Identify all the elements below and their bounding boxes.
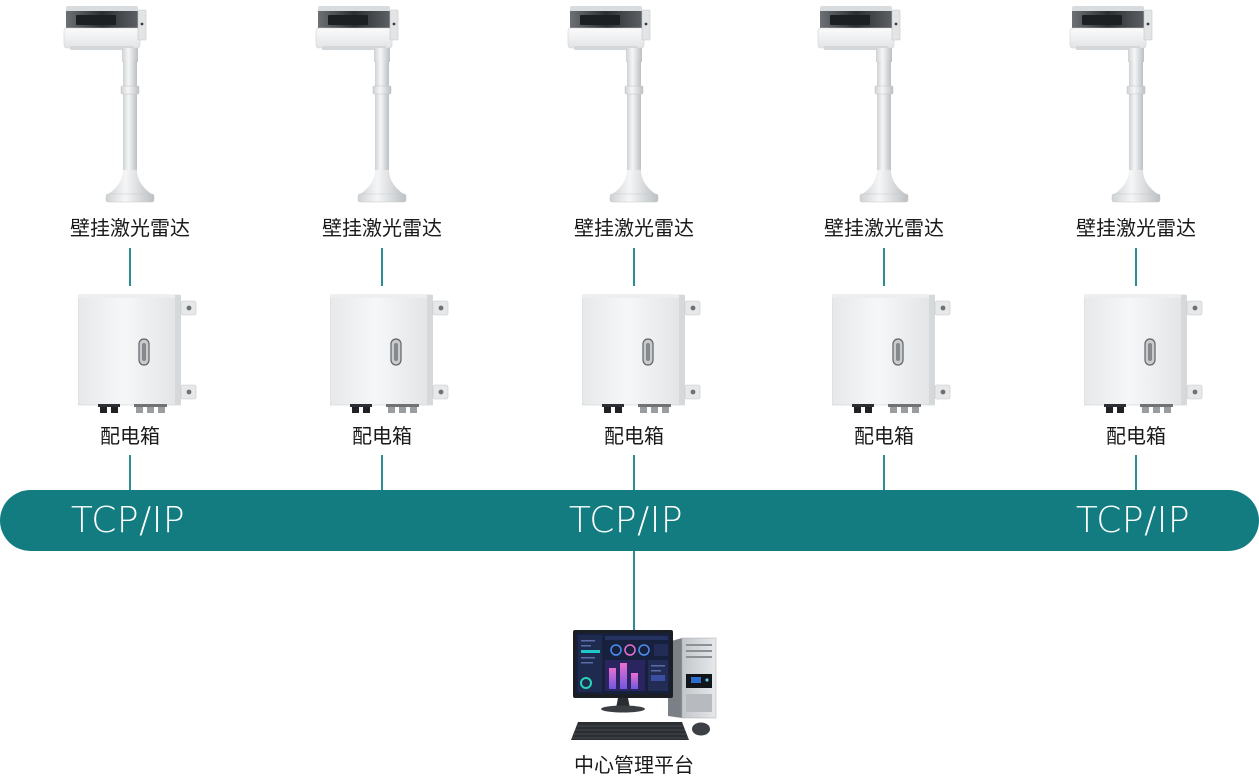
distribution-box-icon [330, 293, 455, 418]
distribution-box-icon [1084, 293, 1209, 418]
distribution-box-label: 配电箱 [352, 424, 412, 448]
bus-label: TCP/IP [1075, 500, 1191, 541]
distribution-box-label: 配电箱 [100, 424, 160, 448]
bus-label: TCP/IP [568, 500, 684, 541]
tcp-ip-network-bus: TCP/IP TCP/IP TCP/IP [0, 490, 1259, 551]
lidar-label: 壁挂激光雷达 [322, 216, 442, 240]
lidar-label: 壁挂激光雷达 [1076, 216, 1196, 240]
lidar-label: 壁挂激光雷达 [574, 216, 694, 240]
lidar-label: 壁挂激光雷达 [70, 216, 190, 240]
lidar-icon [60, 2, 160, 207]
connector-line [129, 248, 131, 286]
distribution-box-icon [832, 293, 957, 418]
connector-line [1135, 455, 1137, 491]
lidar-icon [564, 2, 664, 207]
connector-line [381, 455, 383, 491]
connector-line [883, 248, 885, 286]
bus-label: TCP/IP [70, 500, 186, 541]
connector-line [633, 455, 635, 491]
connector-line [633, 551, 635, 630]
distribution-box-icon [582, 293, 707, 418]
keyboard [571, 722, 689, 740]
connector-line [633, 248, 635, 286]
connector-line [129, 455, 131, 491]
tower [668, 637, 717, 719]
distribution-box-label: 配电箱 [1106, 424, 1166, 448]
distribution-box-label: 配电箱 [854, 424, 914, 448]
connector-line [381, 248, 383, 286]
monitor [573, 630, 673, 713]
connector-line [1135, 248, 1137, 286]
lidar-icon [1066, 2, 1166, 207]
connector-line [883, 455, 885, 491]
lidar-label: 壁挂激光雷达 [824, 216, 944, 240]
lidar-icon [312, 2, 412, 207]
central-platform-label: 中心管理平台 [574, 753, 694, 777]
distribution-box-label: 配电箱 [604, 424, 664, 448]
lidar-icon [814, 2, 914, 207]
distribution-box-icon [78, 293, 203, 418]
computer-icon [571, 630, 717, 740]
mouse [692, 722, 710, 736]
